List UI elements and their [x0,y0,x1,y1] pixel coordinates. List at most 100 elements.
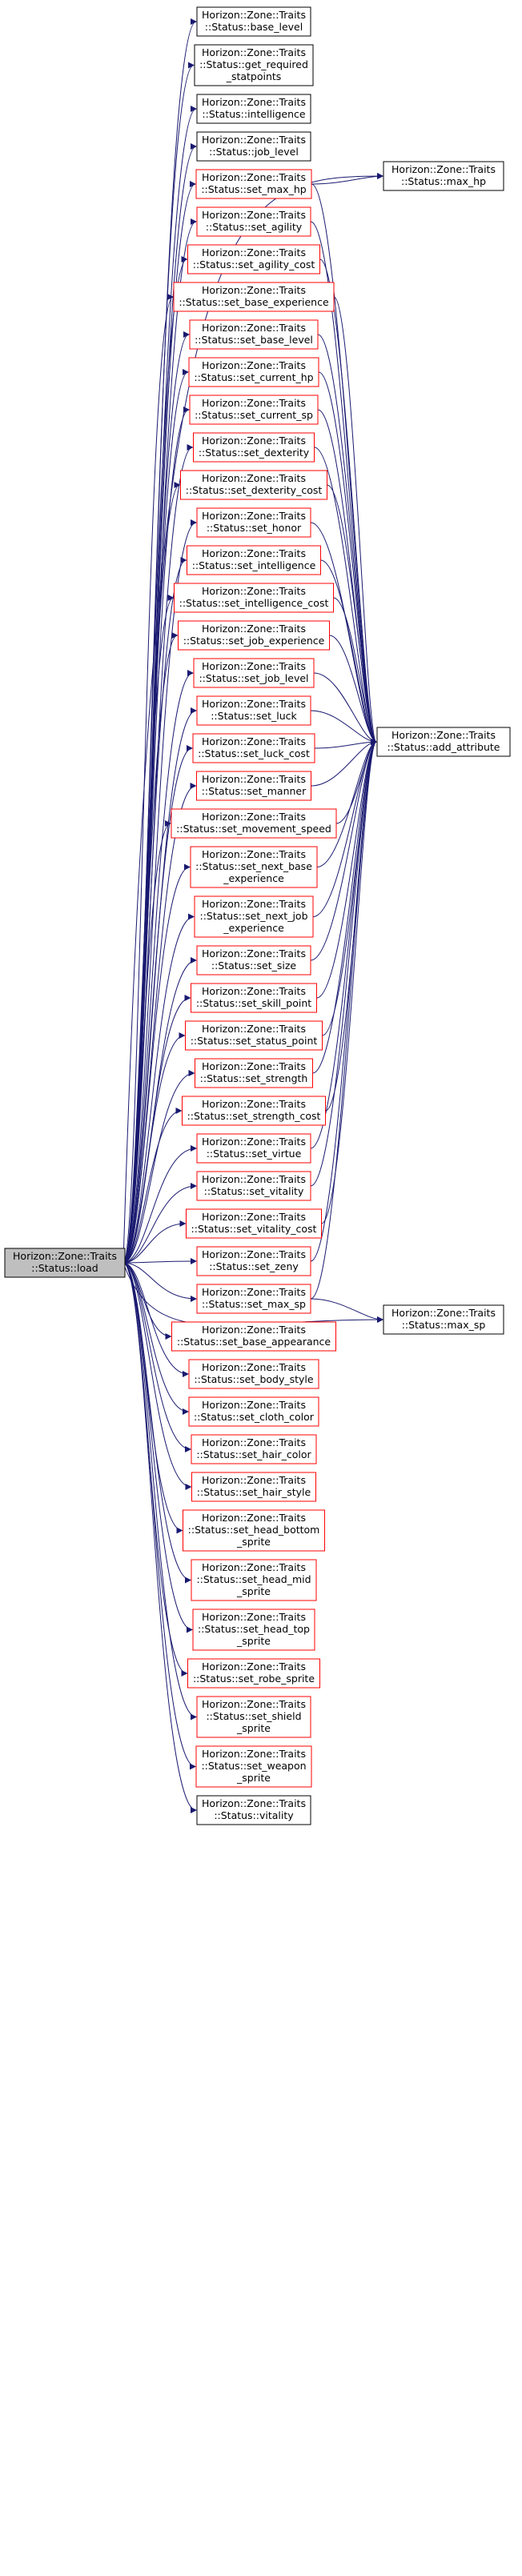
node-set-shield-sprite[interactable]: Horizon::Zone::Traits::Status::set_shiel… [196,1696,311,1738]
node-set-body-style[interactable]: Horizon::Zone::Traits::Status::set_body_… [188,1359,319,1389]
node-set-base-level[interactable]: Horizon::Zone::Traits::Status::set_base_… [189,319,319,350]
node-label-line: ::Status::job_level [209,146,299,158]
node-vitality[interactable]: Horizon::Zone::Traits::Status::vitality [196,1795,311,1825]
node-set-strength[interactable]: Horizon::Zone::Traits::Status::set_stren… [195,1058,313,1088]
node-label-line: Horizon::Zone::Traits [202,1698,306,1710]
edge-set-dexterity-cost-to-add-attribute [327,484,377,745]
node-box [193,658,315,688]
node-base-level[interactable]: Horizon::Zone::Traits::Status::base_leve… [196,6,311,37]
node-set-agility-cost[interactable]: Horizon::Zone::Traits::Status::set_agili… [187,244,320,274]
node-set-zeny[interactable]: Horizon::Zone::Traits::Status::set_zeny [196,1246,311,1276]
node-set-max-hp[interactable]: Horizon::Zone::Traits::Status::set_max_h… [195,169,312,199]
edge-load-to-set-movement-speed [122,820,171,1264]
node-set-strength-cost[interactable]: Horizon::Zone::Traits::Status::set_stren… [182,1096,326,1126]
node-label-line: ::Status::set_max_hp [201,183,306,195]
node-set-current-hp[interactable]: Horizon::Zone::Traits::Status::set_curre… [188,357,319,387]
node-set-hair-color[interactable]: Horizon::Zone::Traits::Status::set_hair_… [191,1434,317,1464]
node-box [196,1171,311,1201]
node-set-luck-cost[interactable]: Horizon::Zone::Traits::Status::set_luck_… [192,733,315,763]
node-set-job-experience[interactable]: Horizon::Zone::Traits::Status::set_job_e… [178,620,330,651]
node-box [171,1321,336,1352]
node-box [183,1509,325,1552]
node-set-intelligence[interactable]: Horizon::Zone::Traits::Status::set_intel… [187,545,321,575]
node-label-line: Horizon::Zone::Traits [202,547,306,559]
edge-load-to-set-head-top-sprite [122,1262,193,1633]
edge-load-to-set-zeny [122,1258,197,1265]
node-box [189,395,319,425]
node-set-virtue[interactable]: Horizon::Zone::Traits::Status::set_virtu… [196,1133,311,1164]
node-set-dexterity-cost[interactable]: Horizon::Zone::Traits::Status::set_dexte… [180,470,327,500]
node-set-cloth-color[interactable]: Horizon::Zone::Traits::Status::set_cloth… [188,1396,319,1427]
node-label-line: ::Status::set_job_level [199,672,308,684]
node-set-honor[interactable]: Horizon::Zone::Traits::Status::set_honor [196,507,311,538]
edge-load-to-job-level [122,143,197,1264]
edge-set-vitality-cost-to-add-attribute [321,739,377,1224]
node-label-line: ::Status::set_robe_sprite [193,1673,315,1685]
node-box [191,1559,317,1601]
node-set-head-bottom-sprite[interactable]: Horizon::Zone::Traits::Status::set_head_… [183,1509,325,1552]
node-box [195,1058,313,1088]
node-set-max-sp[interactable]: Horizon::Zone::Traits::Status::set_max_s… [196,1284,311,1314]
node-label-line: ::Status::set_head_mid [196,1573,311,1585]
edge-load-to-set-job-experience [122,632,179,1264]
node-box [376,727,511,757]
node-label-line: Horizon::Zone::Traits [392,729,496,741]
node-intelligence[interactable]: Horizon::Zone::Traits::Status::intellige… [196,94,311,124]
node-box [383,161,504,191]
node-label-line: Horizon::Zone::Traits [202,848,306,860]
node-label-line: Horizon::Zone::Traits [202,171,306,183]
node-set-manner[interactable]: Horizon::Zone::Traits::Status::set_manne… [196,771,311,801]
node-job-level[interactable]: Horizon::Zone::Traits::Status::job_level [196,131,311,162]
node-max-hp[interactable]: Horizon::Zone::Traits::Status::max_hp [383,161,504,191]
edge-set-max-sp-to-max-sp [310,1298,383,1323]
node-set-agility[interactable]: Horizon::Zone::Traits::Status::set_agili… [196,206,311,237]
node-label-line: ::Status::set_luck_cost [198,747,310,759]
node-box [171,808,337,839]
edge-set-luck-to-add-attribute [310,710,377,745]
node-set-vitality-cost[interactable]: Horizon::Zone::Traits::Status::set_vital… [186,1208,322,1239]
node-box [188,357,319,387]
node-set-intelligence-cost[interactable]: Horizon::Zone::Traits::Status::set_intel… [174,583,334,613]
node-box [196,6,311,37]
node-box [194,895,314,938]
node-label-line: Horizon::Zone::Traits [202,9,306,21]
node-set-base-appearance[interactable]: Horizon::Zone::Traits::Status::set_base_… [171,1321,336,1352]
node-set-next-base-experience[interactable]: Horizon::Zone::Traits::Status::set_next_… [190,846,318,888]
node-set-size[interactable]: Horizon::Zone::Traits::Status::set_size [196,945,311,976]
node-load[interactable]: Horizon::Zone::Traits::Status::load [4,1248,126,1278]
node-label-line: ::Status::load [31,1262,98,1274]
node-label-line: Horizon::Zone::Traits [202,1211,306,1223]
node-set-head-top-sprite[interactable]: Horizon::Zone::Traits::Status::set_head_… [192,1608,315,1651]
node-set-vitality[interactable]: Horizon::Zone::Traits::Status::set_vital… [196,1171,311,1201]
node-box [192,1608,315,1651]
node-set-skill-point[interactable]: Horizon::Zone::Traits::Status::set_skill… [191,983,317,1013]
node-set-weapon-sprite[interactable]: Horizon::Zone::Traits::Status::set_weapo… [195,1745,312,1788]
edge-set-job-experience-to-add-attribute [329,635,377,745]
edge-load-to-set-virtue [122,1145,197,1264]
node-set-base-experience[interactable]: Horizon::Zone::Traits::Status::set_base_… [173,282,335,312]
node-label-line: Horizon::Zone::Traits [202,246,306,258]
node-label-line: _sprite [236,1635,271,1647]
edge-load-to-vitality [122,1262,197,1813]
node-set-head-mid-sprite[interactable]: Horizon::Zone::Traits::Status::set_head_… [191,1559,317,1601]
node-max-sp[interactable]: Horizon::Zone::Traits::Status::max_sp [383,1304,504,1335]
node-box [182,1096,326,1126]
edge-set-max-sp-to-add-attribute [310,739,377,1300]
node-label-line: Horizon::Zone::Traits [202,284,306,296]
node-label-line: Horizon::Zone::Traits [202,1286,306,1298]
node-set-movement-speed[interactable]: Horizon::Zone::Traits::Status::set_movem… [171,808,337,839]
node-box [174,583,334,613]
node-set-next-job-experience[interactable]: Horizon::Zone::Traits::Status::set_next_… [194,895,314,938]
node-label-line: ::Status::set_size [211,959,297,972]
node-add-attribute[interactable]: Horizon::Zone::Traits::Status::add_attri… [376,727,511,757]
node-set-hair-style[interactable]: Horizon::Zone::Traits::Status::set_hair_… [191,1472,316,1502]
node-set-dexterity[interactable]: Horizon::Zone::Traits::Status::set_dexte… [193,432,315,463]
node-get-required-statpoints[interactable]: Horizon::Zone::Traits::Status::get_requi… [194,44,314,86]
node-label-line: ::Status::set_next_base [195,860,312,872]
node-set-status-point[interactable]: Horizon::Zone::Traits::Status::set_statu… [185,1020,323,1051]
node-set-robe-sprite[interactable]: Horizon::Zone::Traits::Status::set_robe_… [187,1658,320,1689]
edge-load-to-set-status-point [122,1032,186,1264]
node-set-luck[interactable]: Horizon::Zone::Traits::Status::set_luck [196,695,311,726]
node-set-current-sp[interactable]: Horizon::Zone::Traits::Status::set_curre… [189,395,319,425]
node-set-job-level[interactable]: Horizon::Zone::Traits::Status::set_job_l… [193,658,315,688]
